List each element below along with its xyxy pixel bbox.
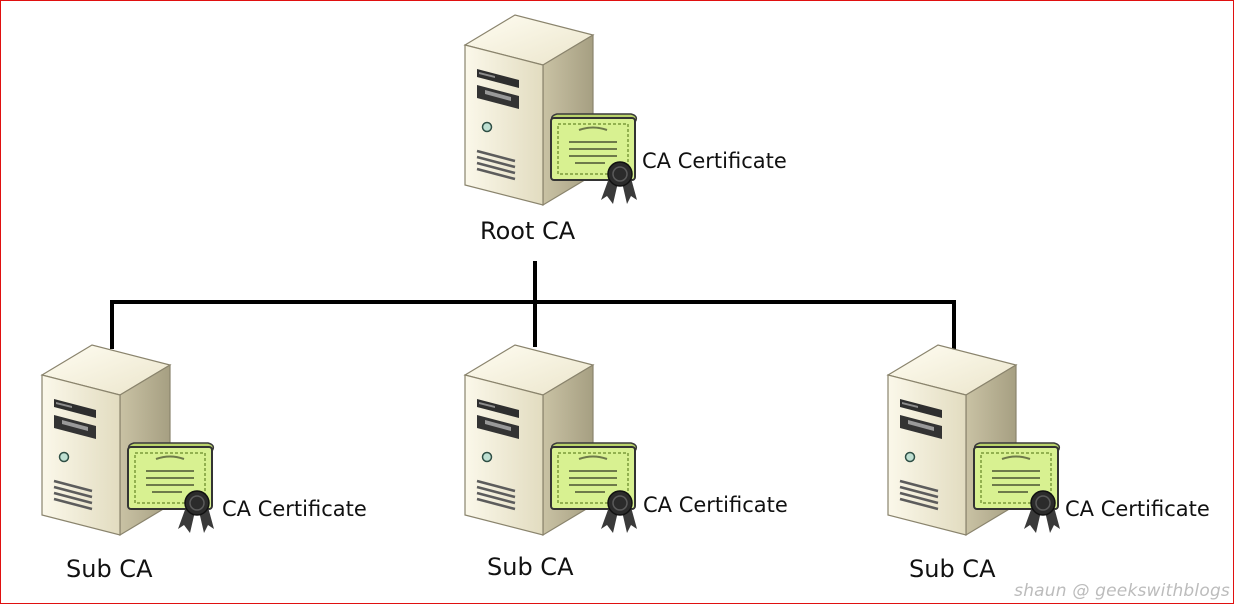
sub-ca-2-label: Sub CA (487, 553, 574, 581)
sub-ca-3-certificate-label: CA Certificate (1065, 497, 1210, 521)
sub-ca-3-label: Sub CA (909, 555, 996, 583)
sub-ca-2-certificate-label: CA Certificate (643, 493, 788, 517)
root-ca-certificate-label: CA Certificate (642, 149, 787, 173)
root-ca-label: Root CA (480, 217, 576, 245)
sub-ca-node-2 (463, 343, 638, 537)
sub-ca-1-label: Sub CA (66, 555, 153, 583)
sub-ca-node-1 (40, 343, 215, 537)
sub-ca-node-3 (886, 343, 1061, 537)
root-ca-node (463, 13, 638, 207)
watermark: shaun @ geekswithblogs (1014, 581, 1230, 601)
hierarchy-connectors (110, 261, 956, 349)
sub-ca-1-certificate-label: CA Certificate (222, 497, 367, 521)
